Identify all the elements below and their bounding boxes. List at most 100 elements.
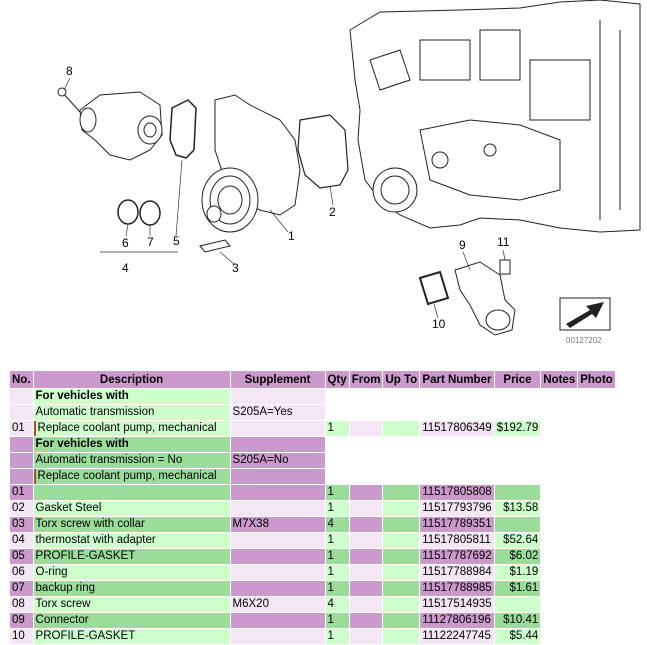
cell-upto [383,501,420,516]
cell-supp [230,549,325,564]
part-number-link[interactable]: 11517806349 [420,421,494,436]
table-header-row: No. Description Supplement Qty From Up T… [10,371,615,388]
cell-qty: 1 [325,501,349,516]
coolant-pump-drawing [199,94,301,253]
cell-supp [230,613,325,628]
cell-upto [383,533,420,548]
cell-price [494,485,541,500]
part-number-link[interactable]: 11517514935 [420,597,494,612]
cell-price: $5.44 [494,629,541,644]
cell-upto [383,597,420,612]
part-number-link[interactable]: 11517787692 [420,549,494,564]
cell-desc: backup ring [33,581,230,596]
cell-no: 08 [10,597,33,612]
callout-9: 9 [459,238,466,252]
cell-supp [230,565,325,580]
condition-row: Automatic transmission S205A=Yes [10,405,615,420]
cell-upto [383,613,420,628]
cell-supp: M6X20 [230,597,325,612]
cell-upto [383,629,420,644]
callout-4: 4 [122,261,129,275]
gasket-steel-drawing [297,114,349,189]
header-photo: Photo [578,371,615,388]
part-number-link[interactable]: 11517789351 [420,517,494,532]
cell-desc: Gasket Steel [33,501,230,516]
cell-from [349,565,383,580]
header-price: Price [494,371,541,388]
cell-from [349,533,383,548]
cell-from [349,501,383,516]
cell-desc: Torx screw with collar [33,517,230,532]
condition-text: For vehicles with [33,389,230,404]
cell-desc: O-ring [33,565,230,580]
cell-supp [230,485,325,500]
orientation-arrow-icon [559,297,611,331]
cell-desc: thermostat with adapter [33,533,230,548]
part-number-link[interactable]: 11127806196 [420,613,494,628]
cell-from [349,485,383,500]
cell-qty: 1 [325,581,349,596]
cell-supp [230,581,325,596]
condition-text: For vehicles with [33,437,230,452]
cell-upto [383,581,420,596]
parts-table: No. Description Supplement Qty From Up T… [9,370,616,645]
header-supplement: Supplement [230,371,325,388]
part-number-link[interactable]: 11517788985 [420,581,494,596]
cell-from [349,597,383,612]
cell-qty: 1 [325,629,349,644]
leader-lines [63,77,506,319]
cell-supp: M7X38 [230,517,325,532]
cell-qty: 4 [325,597,349,612]
part-number-link[interactable]: 11122247745 [420,629,494,644]
cell-no: 09 [10,613,33,628]
cell-upto [383,517,420,532]
profile-gasket-drawing [169,99,197,159]
table-row[interactable]: 01 Replace coolant pump, mechanical 1 11… [10,421,615,436]
part-number-link[interactable]: 11517793796 [420,501,494,516]
header-qty: Qty [325,371,349,388]
cell-desc: PROFILE-GASKET [33,549,230,564]
cell-no: 05 [10,549,33,564]
cell-price: $52.64 [494,533,541,548]
callout-6: 6 [122,236,129,250]
cell-qty: 1 [325,485,349,500]
part-number-link[interactable]: 11517788984 [420,565,494,580]
cell-price: $13.58 [494,501,541,516]
part-number-link[interactable]: 11517805808 [420,485,494,500]
cell-desc [33,485,230,500]
cell-from [349,549,383,564]
cell-supp [230,533,325,548]
condition-row: Automatic transmission = No S205A=No [10,453,615,468]
o-ring-drawing [117,199,139,225]
part-number-link[interactable]: 11517805811 [420,533,494,548]
cell-price [494,597,541,612]
cell-upto [383,549,420,564]
connector-drawing [418,259,516,336]
header-up-to: Up To [383,371,420,388]
parts-diagram: 1 2 3 4 5 6 7 8 9 10 11 00127202 [57,0,641,345]
callout-11: 11 [497,235,510,249]
header-description: Description [33,371,230,388]
cell-price [494,517,541,532]
image-code: 00127202 [566,336,602,345]
callout-2: 2 [329,205,336,219]
callout-5: 5 [173,234,180,248]
cell-from [349,629,383,644]
cell-qty: 1 [325,613,349,628]
cell-no: 04 [10,533,33,548]
callout-8: 8 [66,64,73,78]
cell-price: $1.19 [494,565,541,580]
cell-no: 02 [10,501,33,516]
cell-price: $6.02 [494,549,541,564]
